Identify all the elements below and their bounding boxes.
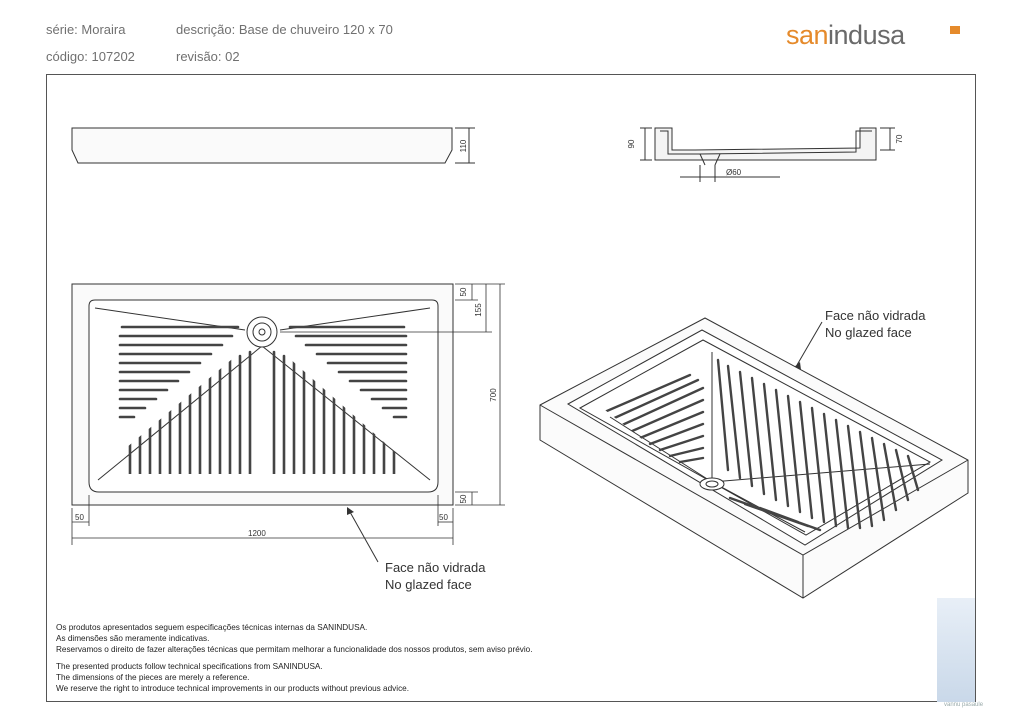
watermark-bar <box>937 598 975 702</box>
disclaimer-en-3: We reserve the right to introduce techni… <box>56 684 409 693</box>
dim-section-height-inner: 70 <box>895 134 904 143</box>
disclaimer-pt-3: Reservamos o direito de fazer alterações… <box>56 645 533 654</box>
iso-note-pt: Face não vidrada <box>825 308 926 323</box>
dim-section-height-outer: 90 <box>627 139 636 148</box>
disclaimer-block: Os produtos apresentados seguem especifi… <box>56 622 532 694</box>
revisao-label: revisão: 02 <box>176 49 240 64</box>
watermark-text: vannu pasaule <box>944 702 984 708</box>
brand-logo: sanindusa <box>786 20 905 51</box>
section-view <box>640 127 895 182</box>
iso-note-en: No glazed face <box>825 325 912 340</box>
plan-view-grooves <box>118 325 408 474</box>
plan-note-en: No glazed face <box>385 577 472 592</box>
disclaimer-en-1: The presented products follow technical … <box>56 662 323 671</box>
brand-logo-indusa: indusa <box>828 20 905 50</box>
dim-drain-diameter: Ø60 <box>726 168 742 177</box>
dim-right-rim: 50 <box>439 513 448 522</box>
serie-label: série: Moraira <box>46 22 126 37</box>
brand-mark-icon <box>950 26 960 34</box>
descricao-label: descrição: Base de chuveiro 120 x 70 <box>176 22 393 37</box>
dim-depth: 700 <box>489 388 498 402</box>
isometric-grooves <box>605 358 920 532</box>
dim-left-rim: 50 <box>75 513 84 522</box>
brand-logo-san: san <box>786 20 829 50</box>
disclaimer-en-2: The dimensions of the pieces are merely … <box>56 673 250 682</box>
isometric-view <box>539 317 969 599</box>
dim-side-height: 110 <box>459 139 468 152</box>
dim-bottom-rim: 50 <box>459 494 468 503</box>
dim-top-rim: 50 <box>459 287 468 296</box>
dim-width: 1200 <box>248 529 266 538</box>
plan-dimensions <box>71 283 505 545</box>
dim-drain-offset: 155 <box>474 303 483 317</box>
disclaimer-pt-2: As dimensões são meramente indicativas. <box>56 634 210 643</box>
codigo-label: código: 107202 <box>46 49 135 64</box>
disclaimer-pt-1: Os produtos apresentados seguem especifi… <box>56 623 368 632</box>
side-view <box>71 127 475 164</box>
leader-lines <box>349 321 823 563</box>
arrowhead-plan <box>347 507 354 515</box>
drawing-frame <box>46 74 976 702</box>
plan-note-pt: Face não vidrada <box>385 560 486 575</box>
plan-view <box>71 283 454 506</box>
